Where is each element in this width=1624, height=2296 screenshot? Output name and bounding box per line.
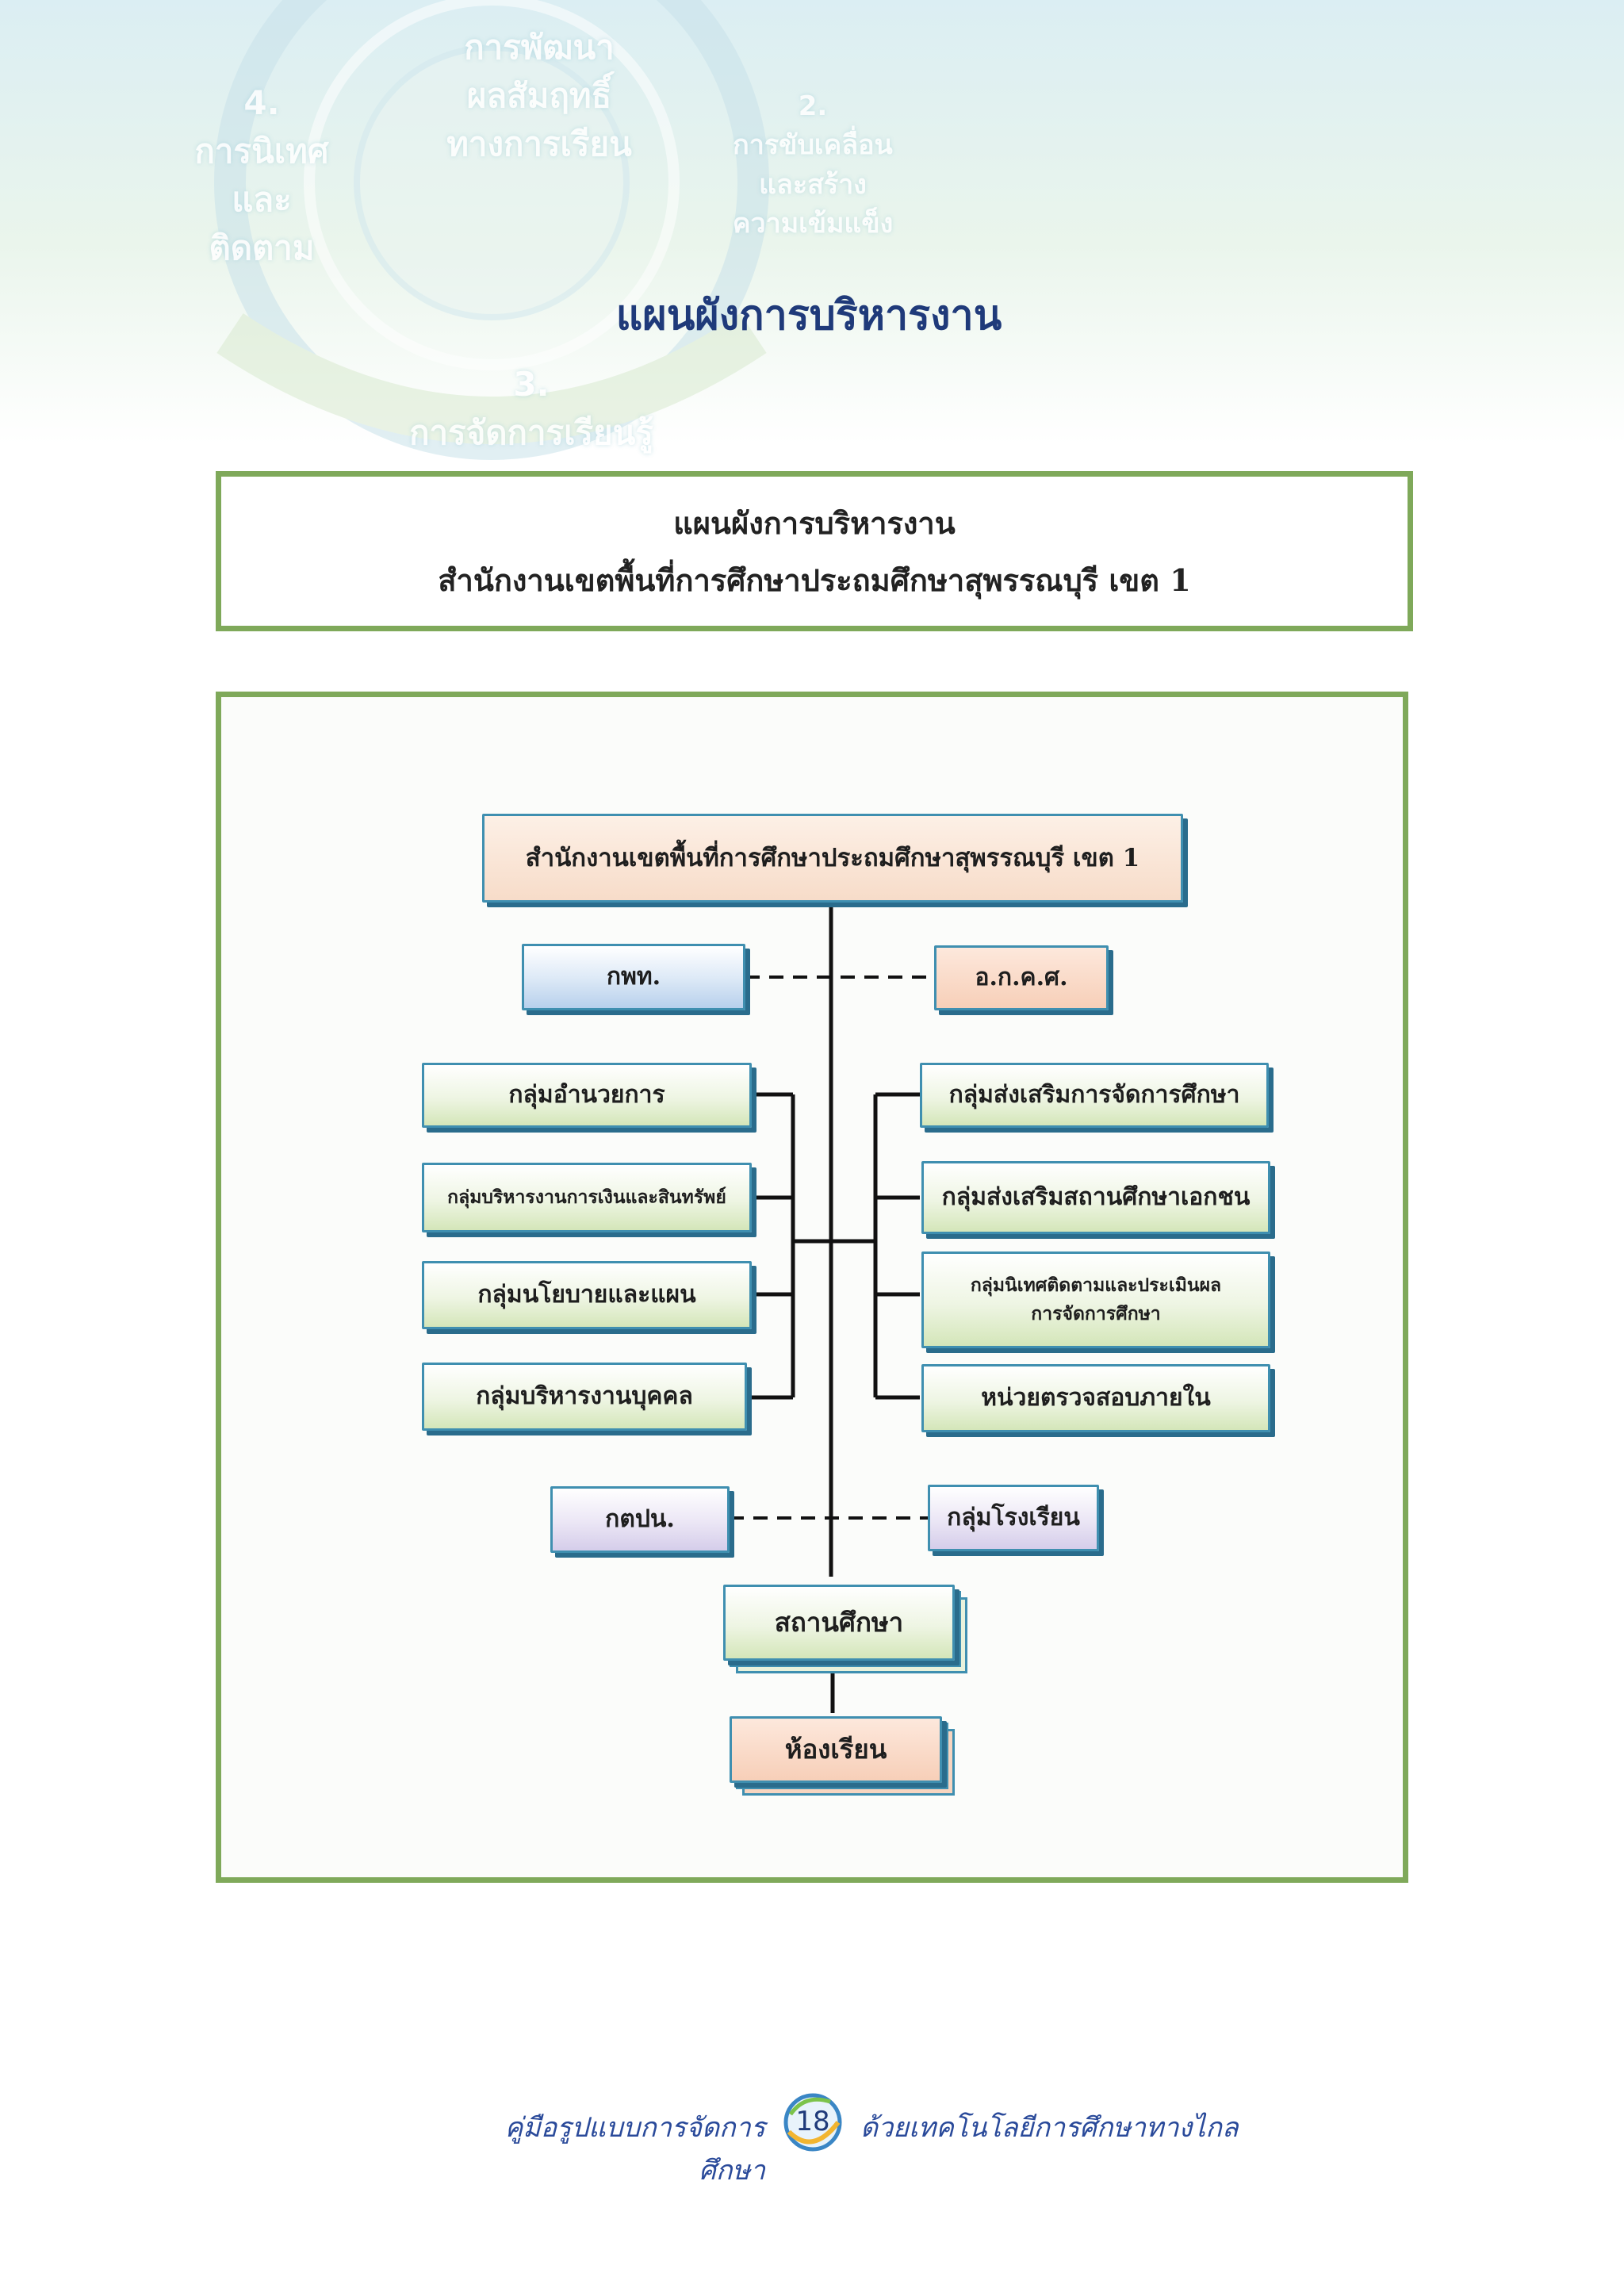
background-word-learning: 3. การจัดการเรียนรู้ [409, 365, 653, 452]
header-box: แผนผังการบริหารงาน สำนักงานเขตพื้นที่การ… [216, 471, 1413, 631]
org-node-left-group-2: กลุ่มบริหารงานการเงินและสินทรัพย์ [422, 1163, 752, 1232]
header-box-subtitle: สำนักงานเขตพื้นที่การศึกษาประถมศึกษาสุพร… [438, 562, 1191, 598]
org-node-left-group-4: กลุ่มบริหารงานบุคคล [422, 1363, 747, 1431]
org-node-right-group-4: หน่วยตรวจสอบภายใน [921, 1364, 1270, 1432]
org-node-right-group-1: กลุ่มส่งเสริมการจัดการศึกษา [920, 1063, 1269, 1128]
decorative-wheel-graphic [214, 0, 769, 460]
background-word-achievement: การพัฒนา ผลสัมฤทธิ์ ทางการเรียน [446, 28, 632, 163]
org-node-board-right: อ.ก.ค.ศ. [934, 945, 1109, 1010]
background-word-supervision: 4. การนิเทศ และ ติดตาม [194, 83, 329, 267]
org-node-left-group-3: กลุ่มนโยบายและแผน [422, 1261, 752, 1329]
org-node-school: สถานศึกษา [723, 1585, 955, 1661]
footer-right-text: ด้วยเทคโนโลยีการศึกษาทางไกล [860, 2112, 1239, 2144]
org-node-right-group-2: กลุ่มส่งเสริมสถานศึกษาเอกชน [921, 1161, 1270, 1234]
header-box-title: แผนผังการบริหารงาน [673, 505, 956, 541]
background-word-driving: 2. การขับเคลื่อน และสร้าง ความเข้มแข็ง [732, 90, 894, 240]
org-node-committee-left: กตปน. [550, 1486, 730, 1553]
org-node-right-group-3: กลุ่มนิเทศติดตามและประเมินผล การจัดการศึ… [921, 1251, 1270, 1348]
page-number: 18 [795, 2106, 830, 2137]
org-node-board-left: กพท. [522, 944, 745, 1010]
org-node-top-office: สำนักงานเขตพื้นที่การศึกษาประถมศึกษาสุพร… [482, 814, 1183, 903]
page-number-badge-icon [783, 2093, 842, 2152]
org-node-classroom: ห้องเรียน [730, 1716, 942, 1783]
page-title: แผนผังการบริหารงาน [615, 292, 1002, 339]
org-node-left-group-1: กลุ่มอำนวยการ [422, 1063, 752, 1128]
org-node-committee-right: กลุ่มโรงเรียน [928, 1485, 1099, 1551]
footer-left-text: คู่มือรูปแบบการจัดการศึกษา [504, 2112, 765, 2187]
